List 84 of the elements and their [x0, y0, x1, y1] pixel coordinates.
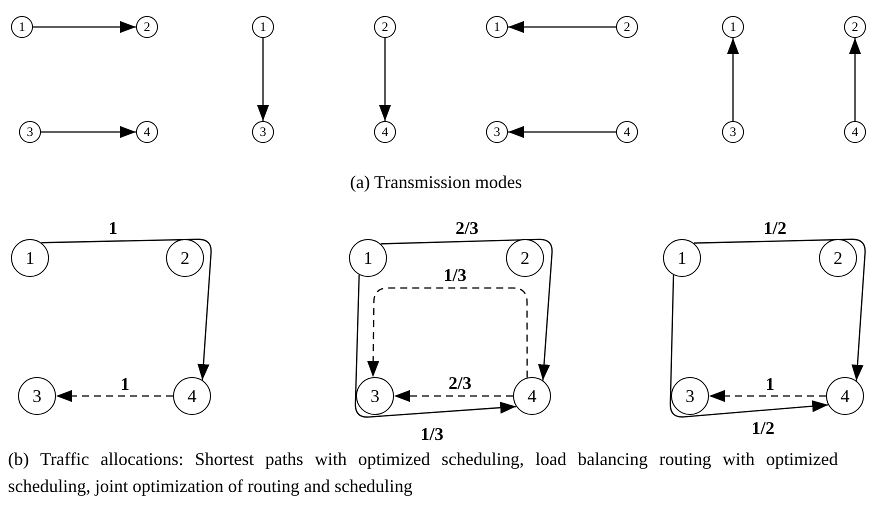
node-number: 4: [852, 124, 858, 140]
arrow: [33, 21, 136, 33]
node-circle: [19, 121, 41, 143]
arrow: [56, 390, 173, 402]
node-circle: [844, 16, 866, 38]
node-number: 2: [144, 19, 150, 35]
edge-label: 1/3: [418, 425, 446, 443]
node-circle: [663, 239, 701, 277]
node-number: 1: [494, 19, 500, 35]
arrow: [508, 21, 616, 33]
node-circle: [374, 16, 396, 38]
node-number: 1: [26, 248, 34, 268]
edge-label: 1/2: [762, 219, 788, 237]
node-circle: [252, 121, 274, 143]
node-number: 4: [840, 386, 850, 406]
node-circle: [826, 377, 864, 415]
node-circle: [616, 121, 638, 143]
node-circle: [166, 239, 204, 277]
node-number: 1: [18, 19, 26, 35]
node-number: 1: [678, 248, 686, 268]
arrow: [508, 126, 616, 138]
caption: (a) Transmission modes: [350, 171, 522, 194]
arrow: [849, 38, 861, 121]
node-number: 3: [370, 386, 380, 406]
node-number: 3: [260, 124, 266, 140]
node-circle: [136, 121, 158, 143]
node-number: 2: [624, 19, 630, 35]
node-circle: [11, 239, 49, 277]
arrow: [367, 287, 528, 378]
node-number: 1: [260, 19, 266, 35]
node-number: 2: [520, 248, 530, 268]
node-circle: [356, 377, 394, 415]
edge-label: 2/3: [454, 219, 480, 237]
arrow: [727, 38, 739, 121]
node-number: 3: [686, 386, 694, 406]
node-number: 3: [494, 124, 500, 140]
arrow: [354, 274, 516, 418]
node-number: 4: [382, 124, 388, 140]
arrow: [394, 390, 513, 402]
edge-label: 1: [764, 375, 776, 393]
node-number: 3: [32, 386, 42, 406]
node-circle: [374, 121, 396, 143]
arrow: [41, 126, 136, 138]
arrow: [694, 238, 866, 381]
node-circle: [844, 121, 866, 143]
node-circle: [486, 121, 508, 143]
edge-label: 1/2: [750, 419, 776, 437]
node-number: 1: [364, 248, 372, 268]
arrow: [709, 390, 826, 402]
node-circle: [136, 16, 158, 38]
node-number: 3: [730, 124, 736, 140]
arrow: [670, 274, 828, 418]
node-circle: [349, 239, 387, 277]
node-circle: [506, 239, 544, 277]
edge-label: 1/3: [442, 266, 468, 284]
node-circle: [616, 16, 638, 38]
node-circle: [722, 121, 744, 143]
node-number: 4: [144, 124, 150, 140]
node-circle: [671, 377, 709, 415]
edge-label: 2/3: [446, 374, 474, 392]
node-circle: [513, 377, 551, 415]
node-number: 4: [528, 386, 536, 406]
arrow: [41, 238, 212, 380]
node-circle: [173, 377, 211, 415]
node-circle: [722, 16, 744, 38]
node-circle: [819, 239, 857, 277]
arrow: [379, 38, 391, 121]
edge-label: 1: [118, 375, 132, 393]
node-number: 2: [834, 248, 842, 268]
node-number: 4: [624, 124, 630, 140]
arrow: [380, 238, 553, 380]
node-circle: [486, 16, 508, 38]
node-number: 3: [26, 124, 34, 140]
node-number: 1: [730, 19, 736, 35]
node-number: 2: [180, 248, 190, 268]
node-circle: [11, 16, 33, 38]
node-circle: [252, 16, 274, 38]
node-number: 2: [852, 19, 858, 35]
node-number: 2: [382, 19, 388, 35]
edge-label: 1: [106, 219, 120, 237]
node-number: 4: [188, 386, 196, 406]
node-circle: [18, 377, 56, 415]
arrow: [257, 38, 269, 121]
caption: (b) Traffic allocations: Shortest paths with optimized scheduling, load balancing routing with optimized scheduling, joint optimization of routing and scheduling: [8, 448, 838, 498]
